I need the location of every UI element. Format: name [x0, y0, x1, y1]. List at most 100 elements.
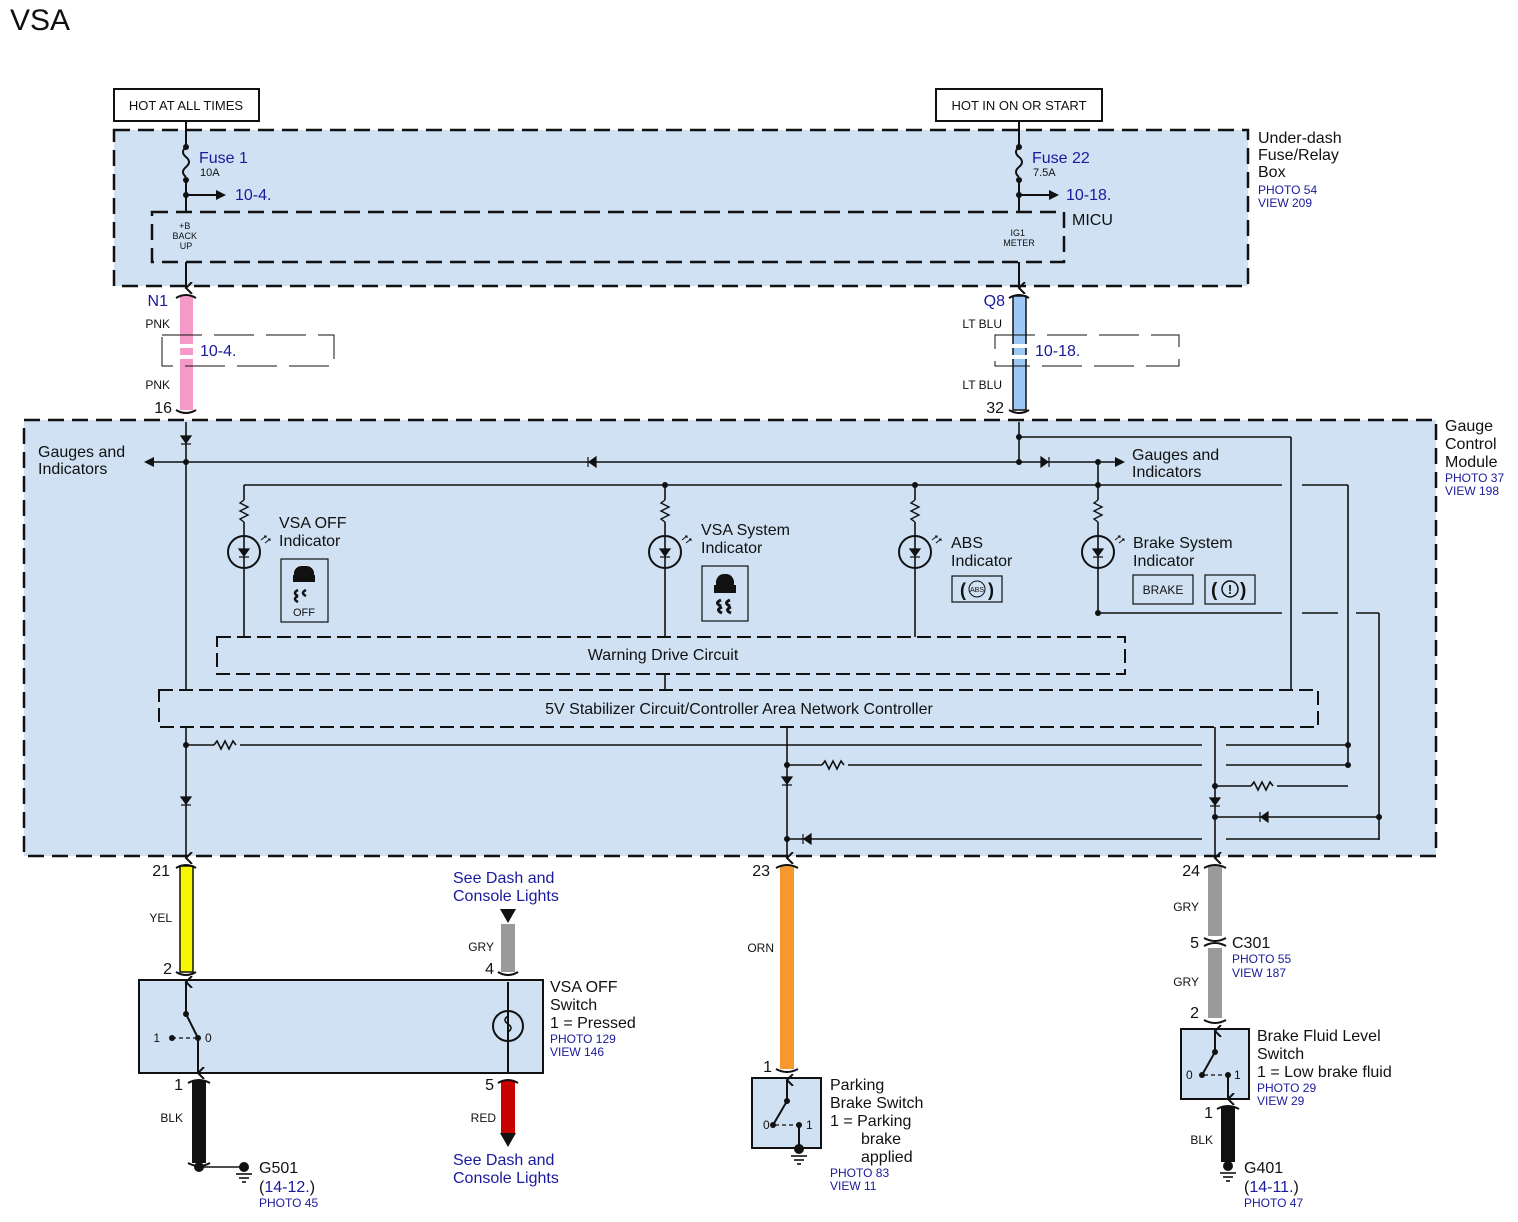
vsa-off-switch-photo[interactable]: PHOTO 129 — [550, 1032, 616, 1046]
svg-text:(: ( — [960, 580, 966, 600]
svg-text:BRAKE: BRAKE — [1143, 583, 1184, 597]
fuse1-name: Fuse 1 — [199, 150, 248, 167]
svg-text:Warning Drive Circuit: Warning Drive Circuit — [588, 647, 739, 664]
arrow-down-icon — [500, 1133, 516, 1147]
vsa-off-indicator-label: VSA OFF Indicator — [279, 515, 351, 550]
pin-label: 1 — [763, 1059, 772, 1076]
brake-fluid-view[interactable]: VIEW 29 — [1257, 1094, 1305, 1108]
wire-color-label: ORN — [747, 941, 774, 955]
ground-icon — [1220, 1161, 1236, 1182]
ground-icon — [236, 1162, 252, 1183]
wire-ref-link[interactable]: 10-18. — [1035, 343, 1080, 360]
wire-color-label: GRY — [1173, 900, 1199, 914]
diode-icon — [587, 455, 597, 469]
wire-blk — [1221, 1107, 1235, 1162]
switch-pos-0: 0 — [1186, 1068, 1193, 1082]
ground-g401: G401 — [1244, 1160, 1283, 1177]
fuse-1 — [182, 121, 226, 212]
wire-color-label: LT BLU — [962, 317, 1002, 331]
fuse-box-view[interactable]: VIEW 209 — [1258, 196, 1312, 210]
ground-g401-photo[interactable]: PHOTO 47 — [1244, 1196, 1303, 1210]
vsa-off-icon: OFF — [280, 558, 329, 623]
fuse1-ref-link[interactable]: 10-4. — [235, 187, 271, 204]
diode-icon — [179, 796, 193, 806]
brake-fluid-switch-name: Brake Fluid Level Switch 1 = Low brake f… — [1257, 1028, 1392, 1081]
svg-text:HOT AT ALL TIMES: HOT AT ALL TIMES — [129, 98, 243, 113]
wire-gry — [501, 924, 515, 972]
gauge-module-photo[interactable]: PHOTO 37 — [1445, 471, 1504, 485]
arrow-down-icon — [500, 909, 516, 923]
wire-color-label: LT BLU — [962, 378, 1002, 392]
ground-g501-ref[interactable]: (14-12.) — [259, 1179, 315, 1196]
indicator-lamp-4 — [1081, 485, 1125, 613]
indicator-lamp-1 — [227, 485, 271, 637]
abs-indicator-label: ABS Indicator — [951, 535, 1013, 570]
diode-icon — [780, 776, 794, 786]
fuse-22 — [1015, 121, 1059, 212]
see-dash-lights-link-bottom[interactable]: See Dash and Console Lights — [453, 1152, 559, 1187]
pin-label: 5 — [1190, 935, 1199, 952]
switch-pos-1: 1 — [153, 1031, 160, 1045]
wire-gry — [1208, 948, 1222, 1018]
module-internal-wiring — [144, 422, 1380, 840]
parking-brake-photo[interactable]: PHOTO 83 — [830, 1166, 889, 1180]
parking-brake-switch-name: Parking Brake Switch 1 = Parking brake a… — [830, 1077, 928, 1166]
diode-icon — [1208, 797, 1222, 807]
ground-icon — [791, 1144, 807, 1165]
pin-label: 24 — [1182, 863, 1200, 880]
brake-fluid-photo[interactable]: PHOTO 29 — [1257, 1081, 1316, 1095]
parking-brake-view[interactable]: VIEW 11 — [830, 1179, 877, 1193]
svg-text:HOT IN ON OR START: HOT IN ON OR START — [951, 98, 1086, 113]
gauge-module-view[interactable]: VIEW 198 — [1445, 484, 1499, 498]
vsa-system-icon — [701, 565, 749, 622]
resistor-icon — [909, 499, 921, 523]
led-icon — [648, 535, 682, 569]
pin-label: 2 — [163, 961, 172, 978]
fuse-box-photo[interactable]: PHOTO 54 — [1258, 183, 1317, 197]
connector-n1: N1 — [148, 293, 169, 310]
svg-text:5V Stabilizer Circuit/Controll: 5V Stabilizer Circuit/Controller Area Ne… — [545, 701, 933, 718]
wire-ref-link[interactable]: 10-4. — [200, 343, 236, 360]
pin-label: 5 — [485, 1077, 494, 1094]
switch-pos-0: 0 — [205, 1031, 212, 1045]
pin-label: 1 — [174, 1077, 183, 1094]
wire-color-label: RED — [471, 1111, 497, 1125]
pin-label: 16 — [154, 400, 172, 417]
wire-color-label: PNK — [145, 317, 170, 331]
ground-g401-ref[interactable]: (14-11.) — [1244, 1179, 1299, 1196]
led-icon — [227, 535, 261, 569]
hot-in-on-or-start-label: HOT IN ON OR START — [935, 88, 1103, 122]
ref-box — [994, 334, 1180, 367]
c301-view[interactable]: VIEW 187 — [1232, 966, 1286, 980]
see-dash-lights-link-top[interactable]: See Dash and Console Lights — [453, 870, 559, 905]
pin-label: 32 — [986, 400, 1004, 417]
resistor-icon — [1092, 499, 1104, 523]
fuse22-ref-link[interactable]: 10-18. — [1066, 187, 1111, 204]
gauges-indicators-left: Gauges and Indicators — [38, 444, 130, 478]
wire-yel — [175, 864, 197, 976]
abs-icon: ( ) ABS — [951, 575, 1003, 603]
vsa-system-indicator-label: VSA System Indicator — [701, 522, 794, 557]
diode-icon — [179, 435, 193, 445]
indicator-lamp-2 — [648, 485, 692, 637]
ground-g501-photo[interactable]: PHOTO 45 — [259, 1196, 318, 1210]
pin-label: 2 — [1190, 1005, 1199, 1022]
wire-color-label: BLK — [1190, 1133, 1213, 1147]
ground-g501: G501 — [259, 1160, 298, 1177]
fuse-icon — [182, 146, 190, 178]
pin-label: 21 — [152, 863, 170, 880]
connector-q8: Q8 — [984, 293, 1005, 310]
wire-color-label: GRY — [468, 940, 494, 954]
stabilizer-can-controller: 5V Stabilizer Circuit/Controller Area Ne… — [158, 689, 1319, 728]
diode-icon — [1259, 810, 1269, 824]
svg-text:OFF: OFF — [293, 607, 315, 619]
c301-photo[interactable]: PHOTO 55 — [1232, 952, 1291, 966]
svg-text:!: ! — [1228, 582, 1232, 597]
wire-orn — [780, 866, 794, 1069]
fuse1-terminal: +B BACK UP — [172, 221, 199, 251]
wire-color-label: BLK — [160, 1111, 183, 1125]
switch-pos-1: 1 — [1234, 1068, 1241, 1082]
vsa-off-switch-view[interactable]: VIEW 146 — [550, 1045, 604, 1059]
switch-pos-1: 1 — [806, 1118, 813, 1132]
warning-drive-circuit: Warning Drive Circuit — [216, 636, 1126, 675]
